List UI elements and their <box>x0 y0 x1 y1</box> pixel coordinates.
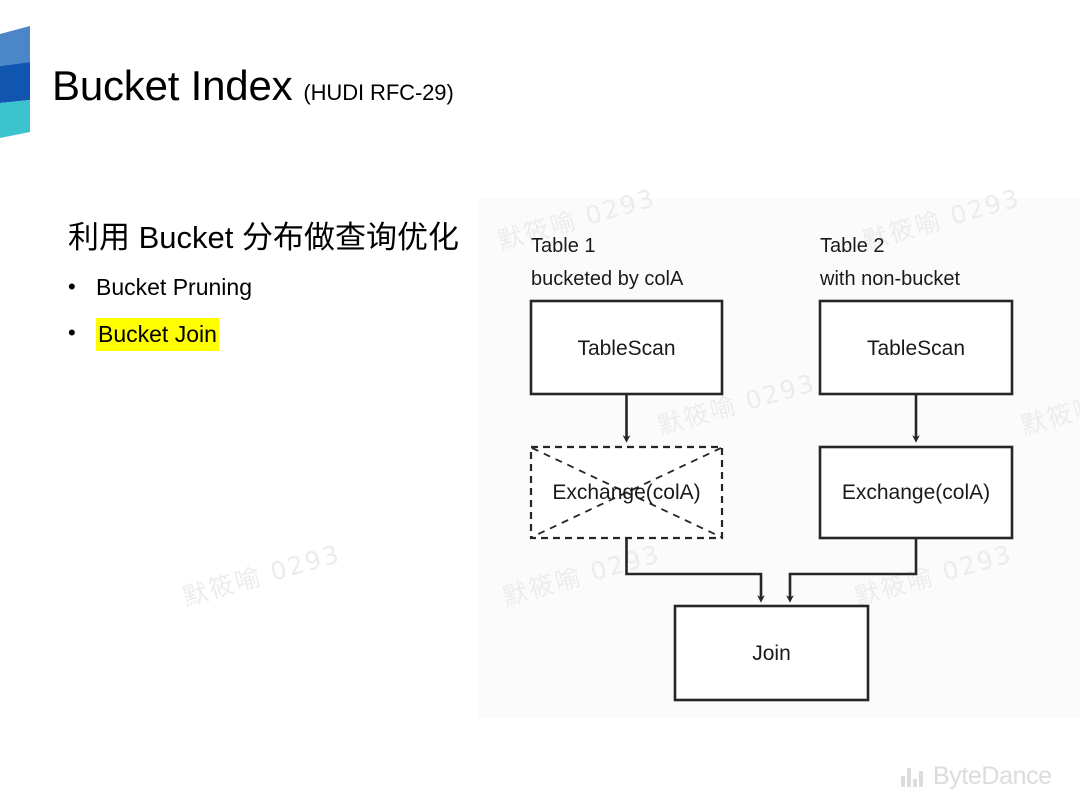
bar-chart-icon <box>901 765 925 787</box>
bullet-label-pruning: Bucket Pruning <box>96 274 252 300</box>
bytedance-footer-logo: ByteDance <box>901 761 1052 791</box>
right-exchange-to-join-connector <box>786 538 918 603</box>
left-tablescan-box <box>529 299 724 396</box>
brand-band-mark <box>0 26 34 138</box>
bullet-dot-icon: • <box>68 274 76 299</box>
brand-band-top <box>0 26 30 66</box>
page-title-main: Bucket Index <box>52 62 293 109</box>
right-table-caption-line2: with non-bucket <box>819 268 961 290</box>
bytedance-logo-text: ByteDance <box>933 761 1052 790</box>
left-table-caption-line1: Table 1 <box>531 235 596 257</box>
left-tablescan-label: TableScan <box>577 337 675 360</box>
right-table-caption-line1: Table 2 <box>820 235 885 257</box>
page-title-subtitle: (HUDI RFC-29) <box>303 80 454 105</box>
right-exchange-label: Exchange(colA) <box>842 481 990 504</box>
left-exchange-to-join-connector <box>625 538 765 603</box>
join-box <box>673 604 870 702</box>
bullet-label-join-highlighted: Bucket Join <box>96 318 219 351</box>
join-label: Join <box>752 642 791 665</box>
right-tablescan-label: TableScan <box>867 337 965 360</box>
left-exchange-strikeout-line-2 <box>531 447 722 538</box>
content-heading: 利用 Bucket 分布做查询优化 <box>68 220 459 255</box>
brand-band-bottom <box>0 100 30 138</box>
watermark: 默筱喻 0293 <box>179 539 344 612</box>
page-title: Bucket Index (HUDI RFC-29) <box>52 62 454 110</box>
bullet-list: • Bucket Pruning • Bucket Join <box>68 272 468 367</box>
list-item: • Bucket Join <box>68 318 468 351</box>
left-table-caption-line2: bucketed by colA <box>531 268 684 290</box>
list-item: • Bucket Pruning <box>68 272 468 302</box>
left-exchange-label: Exchange(colA) <box>552 481 700 504</box>
brand-band-middle <box>0 62 30 103</box>
bullet-dot-icon: • <box>68 320 76 345</box>
query-plan-diagram: Table 1 bucketed by colA Table 2 with no… <box>529 235 1014 702</box>
